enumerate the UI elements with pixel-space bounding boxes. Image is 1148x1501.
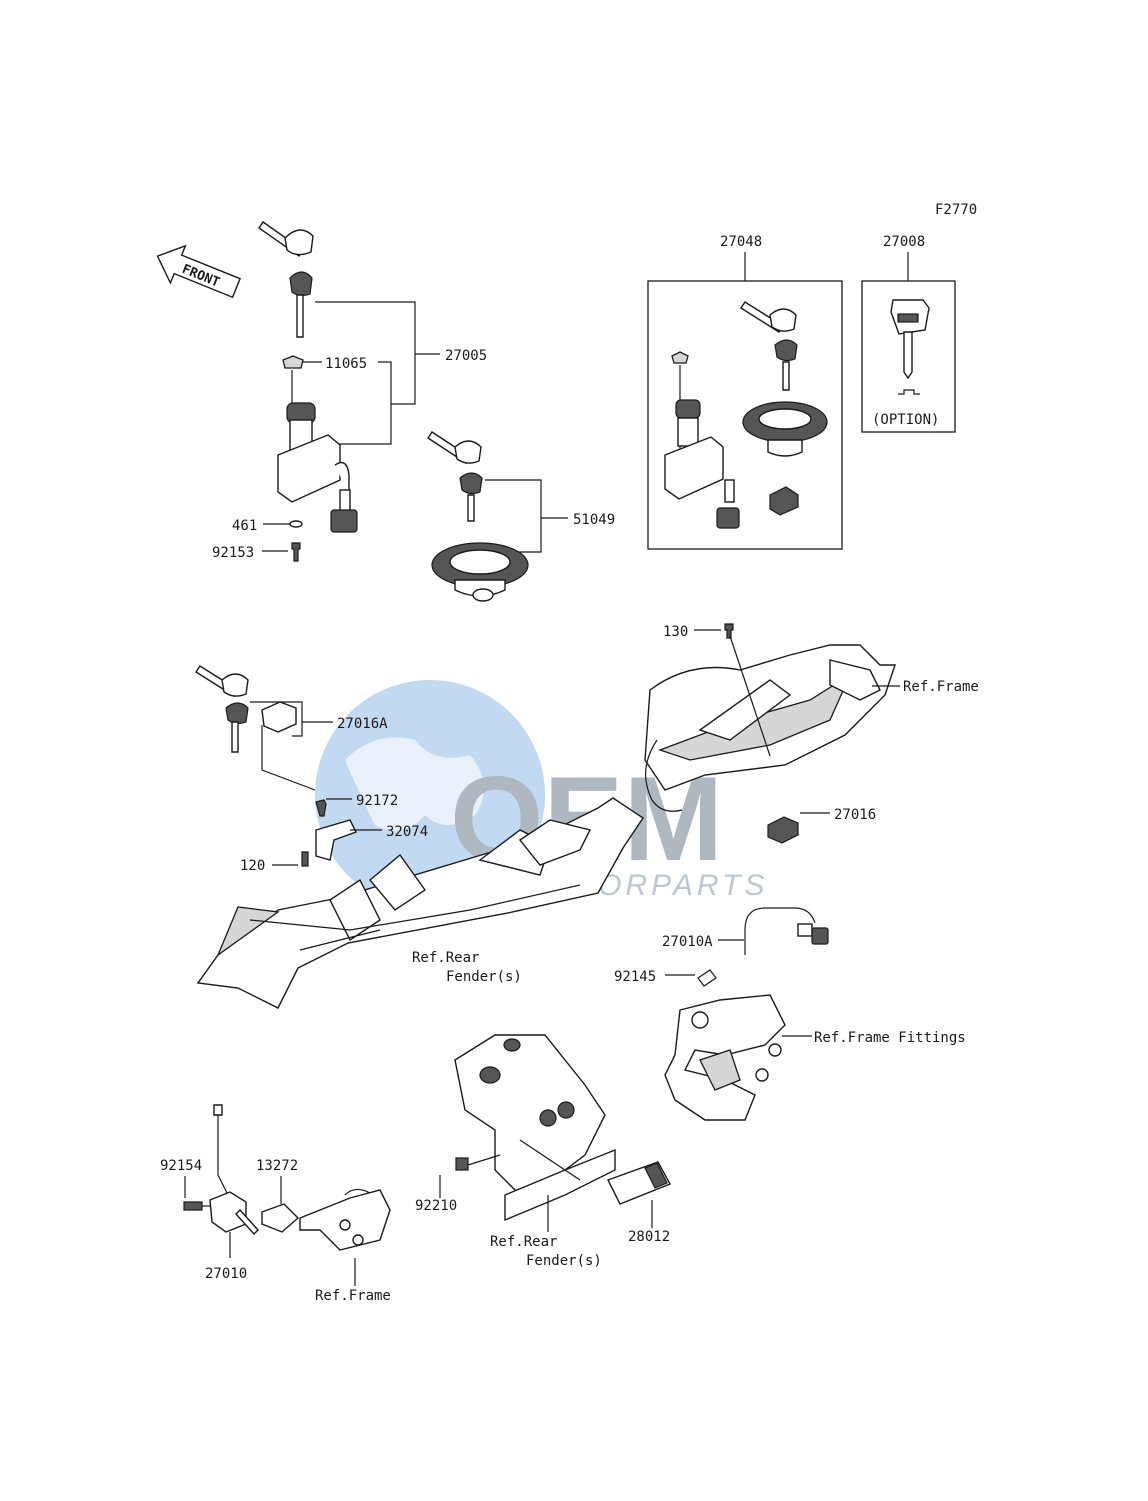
label-27005: 27005 [445,348,487,364]
frame-ref-body [644,635,896,812]
label-28012: 28012 [628,1229,670,1245]
label-ref-frame-fittings: Ref.Frame Fittings [814,1030,966,1046]
label-130: 130 [663,624,688,640]
label-ref-rear-fender-2b: Fender(s) [526,1253,602,1269]
bolt-120 [301,851,309,867]
label-27010A: 27010A [662,934,713,950]
front-arrow-shape [156,244,241,299]
plate-13272 [261,1203,300,1233]
ignition-switch-27005 [277,370,358,533]
label-ref-rear-fender-1b: Fender(s) [446,969,522,985]
key-51049 [427,431,483,522]
set-box-27048 [647,280,843,550]
spring-92145 [697,969,717,987]
label-ref-rear-fender-1a: Ref.Rear [412,950,479,966]
label-27016A: 27016A [337,716,388,732]
screw-92154 [183,1201,203,1211]
bracket-32074 [315,819,357,861]
frame-fittings-ref-body [664,994,786,1121]
rear-fender-ref-body [196,797,644,1009]
label-92210: 92210 [415,1198,457,1214]
set-27048-contents [664,301,828,529]
key-27005 [258,221,314,338]
washer-461 [289,520,303,528]
label-ref-rear-fender-2a: Ref.Rear [490,1234,557,1250]
label-27008: 27008 [883,234,925,250]
cable-27010A [744,907,829,955]
option-box-27008 [861,280,956,433]
label-51049: 51049 [573,512,615,528]
frame-ref-bracket [299,1188,391,1251]
label-27010: 27010 [205,1266,247,1282]
front-arrow: FRONT [156,244,241,299]
nut-92210 [455,1157,469,1171]
label-option: (OPTION) [872,412,939,428]
license-bracket-ref [454,1034,616,1222]
fuel-cap-51049 [431,542,529,602]
seat-lock-27016 [767,816,799,844]
seat-lock-27016A [261,701,297,733]
label-92145: 92145 [614,969,656,985]
diagram-code: F2770 [935,202,977,218]
reflector-28012 [607,1161,671,1205]
label-92153: 92153 [212,545,254,561]
label-27016: 27016 [834,807,876,823]
label-120: 120 [240,858,265,874]
cap-11065 [282,355,304,369]
key-27016A [195,665,249,753]
label-92154: 92154 [160,1158,202,1174]
blank-key-27008 [890,299,930,395]
label-13272: 13272 [256,1158,298,1174]
label-461: 461 [232,518,257,534]
label-11065: 11065 [325,356,367,372]
label-27048: 27048 [720,234,762,250]
label-32074: 32074 [386,824,428,840]
sensor-27010 [209,1104,259,1236]
screw-130 [724,623,734,639]
label-ref-frame-1: Ref.Frame [903,679,979,695]
watermark-continents [345,737,484,831]
label-92172: 92172 [356,793,398,809]
screw-92172 [315,799,327,817]
bolt-92153 [291,542,301,562]
label-ref-frame-2: Ref.Frame [315,1288,391,1304]
